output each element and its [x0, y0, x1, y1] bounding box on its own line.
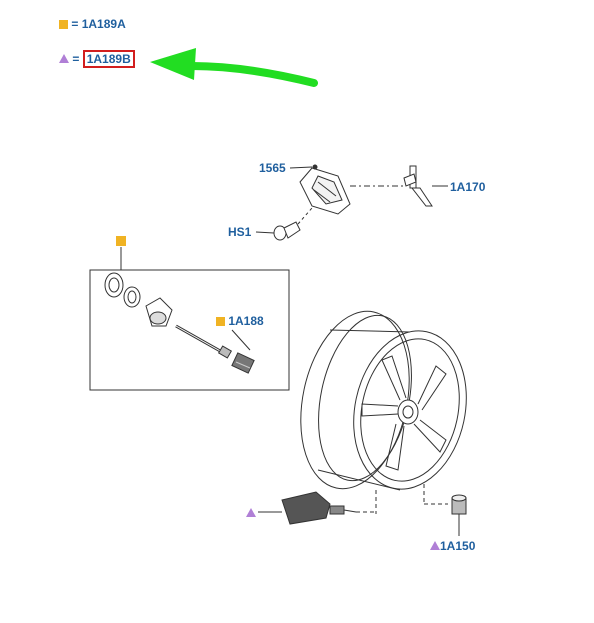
triangle-marker-icon	[59, 54, 69, 63]
callout-1a150-row: 1A150	[430, 539, 475, 553]
green-arrow-icon	[150, 48, 318, 87]
callout-1a188-row: 1A188	[216, 314, 264, 328]
square-marker-icon	[216, 317, 225, 326]
callout-1a150[interactable]: 1A150	[440, 539, 476, 553]
nut-1a150-drawing	[423, 484, 467, 536]
legend-equals: =	[71, 17, 79, 31]
wheel-drawing	[300, 310, 467, 491]
valve-kit-box	[89, 236, 290, 391]
triangle-marker-icon	[246, 508, 256, 517]
tpms-sensor-drawing	[258, 490, 377, 525]
callout-1a188[interactable]: 1A188	[228, 314, 264, 328]
callout-1565[interactable]: 1565	[259, 161, 286, 175]
legend-square-row: = 1A189A	[59, 17, 126, 31]
legend-square-part[interactable]: 1A189A	[81, 17, 126, 31]
legend-triangle-part[interactable]: 1A189B	[82, 50, 135, 68]
callout-tpms-marker	[246, 506, 256, 520]
legend-triangle-row: = 1A189B	[59, 50, 135, 68]
callout-1a170[interactable]: 1A170	[450, 180, 486, 194]
bolt-hs1-drawing	[255, 207, 313, 241]
bracket-1565-drawing	[289, 164, 406, 215]
sensor-bracket-1a170-drawing	[403, 165, 448, 207]
square-marker-icon	[59, 20, 68, 29]
callout-hs1[interactable]: HS1	[228, 225, 252, 239]
triangle-marker-icon	[430, 541, 440, 550]
legend-equals: =	[72, 52, 80, 66]
